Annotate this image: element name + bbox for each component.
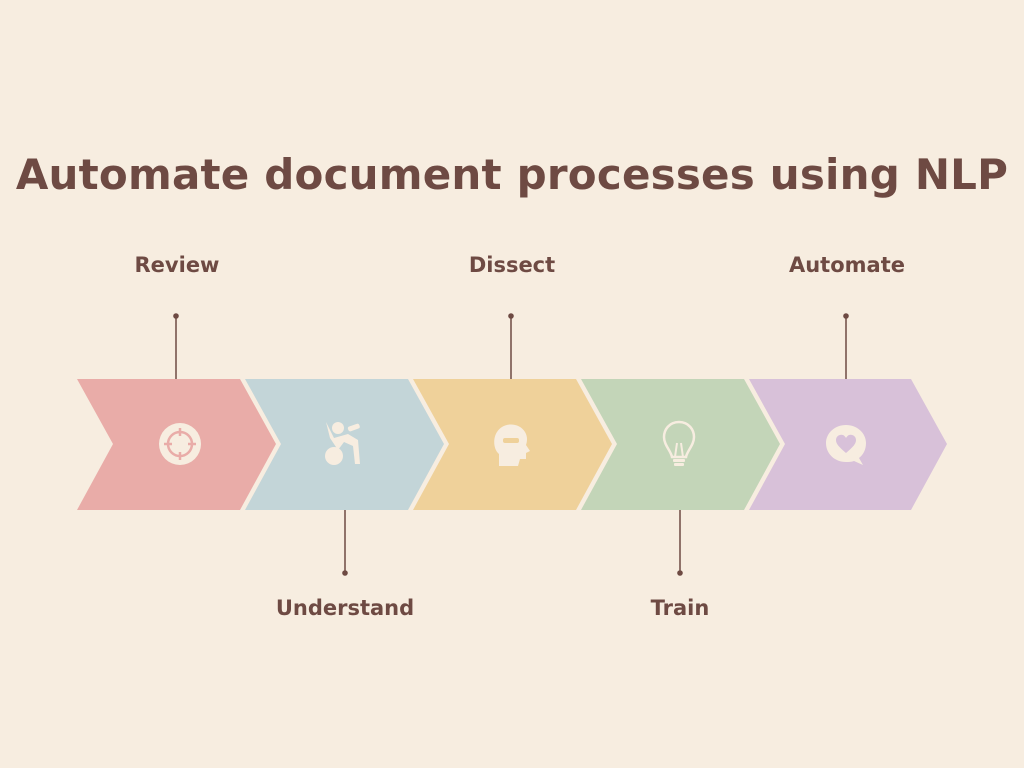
heart-chat-icon	[826, 425, 866, 465]
step-label-understand: Understand	[275, 596, 415, 620]
chevron-understand	[245, 379, 444, 510]
connector-train	[677, 510, 683, 576]
head-minus-icon	[494, 424, 530, 466]
person-lifting-icon	[325, 422, 360, 465]
step-label-train: Train	[650, 596, 710, 620]
lightbulb-icon	[662, 420, 696, 466]
step-label-review: Review	[134, 253, 220, 277]
connector-review	[173, 313, 179, 380]
step-label-automate: Automate	[788, 253, 905, 277]
connector-automate	[843, 313, 849, 380]
connector-dissect	[508, 313, 514, 380]
connector-understand	[342, 510, 348, 576]
target-icon	[159, 423, 201, 465]
step-label-dissect: Dissect	[468, 253, 556, 277]
diagram-title: Automate document processes using NLP	[15, 150, 1009, 199]
